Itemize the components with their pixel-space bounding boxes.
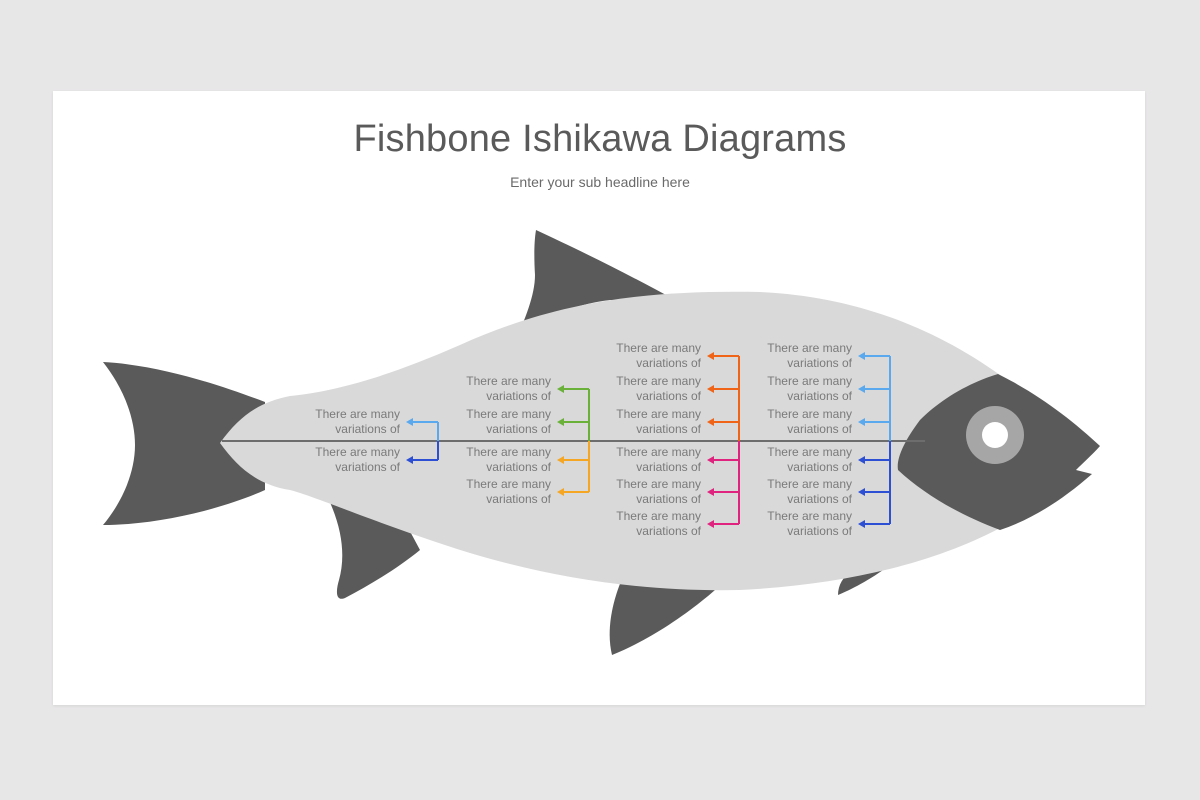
arrow-head	[858, 418, 865, 426]
arrow-head	[557, 418, 564, 426]
arrow-head	[557, 488, 564, 496]
arrow-head	[707, 520, 714, 528]
pelvic-fin	[325, 492, 420, 599]
arrow-head	[858, 456, 865, 464]
arrow-head	[707, 418, 714, 426]
arrow-head	[707, 352, 714, 360]
arrow-head	[707, 488, 714, 496]
arrow-head	[858, 488, 865, 496]
page-title: Fishbone Ishikawa Diagrams	[353, 118, 847, 160]
arrow-head	[707, 456, 714, 464]
arrow-head	[406, 456, 413, 464]
arrow-head	[557, 385, 564, 393]
dorsal-fin	[513, 230, 675, 346]
arrow-head	[406, 418, 413, 426]
tail-fin	[103, 362, 265, 525]
arrow-head	[858, 352, 865, 360]
arrow-head	[858, 520, 865, 528]
eye-pupil	[982, 422, 1008, 448]
anal-fin	[609, 572, 715, 655]
arrow-head	[707, 385, 714, 393]
arrow-head	[557, 456, 564, 464]
page-subtitle: Enter your sub headline here	[510, 174, 690, 190]
arrow-head	[858, 385, 865, 393]
